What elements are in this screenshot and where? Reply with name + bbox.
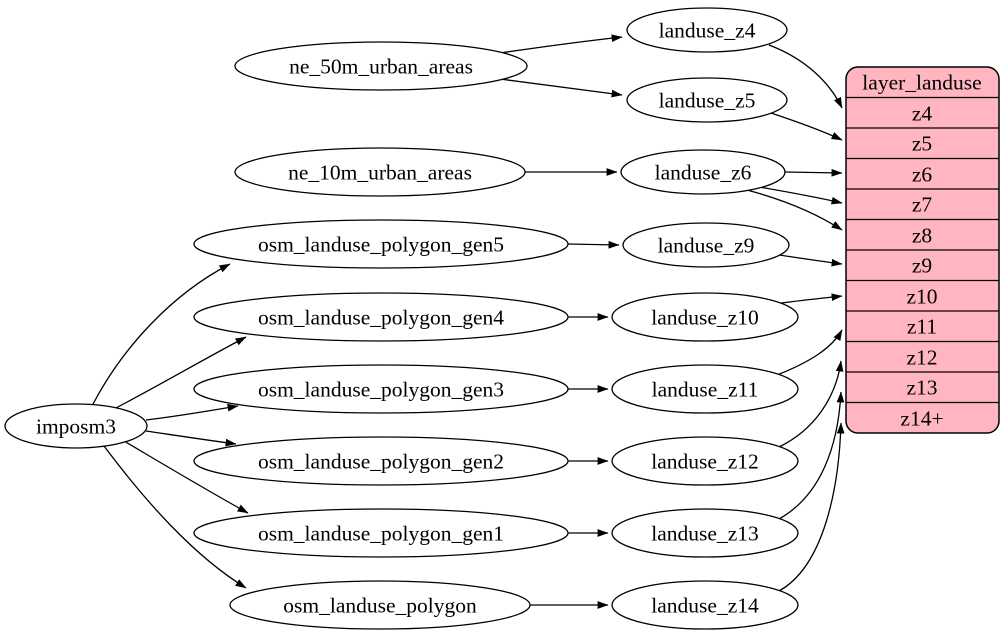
edge-landuse-z6-to-row-z6 xyxy=(784,168,843,177)
node-osm-landuse-polygon-gen5-shape xyxy=(193,219,569,269)
node-landuse-z6: landuse_z6 xyxy=(620,149,786,195)
node-osm-landuse-polygon-gen2-label: osm_landuse_polygon_gen2 xyxy=(258,450,504,474)
edge-landuse-z13-to-row-z13 xyxy=(778,391,845,520)
node-landuse-z6-label: landuse_z6 xyxy=(655,161,752,185)
edge-landuse-z12-to-row-z12 xyxy=(778,360,844,448)
node-landuse-z11-label: landuse_z11 xyxy=(652,378,759,402)
node-ne-10m-urban-areas: ne_10m_urban_areas xyxy=(234,147,526,197)
node-osm-landuse-polygon-gen5: osm_landuse_polygon_gen5 xyxy=(193,219,569,269)
node-osm-landuse-polygon-gen1-shape xyxy=(193,508,569,558)
node-landuse-z9: landuse_z9 xyxy=(622,222,790,268)
node-ne-50m-urban-areas-shape xyxy=(234,41,528,91)
edge-group xyxy=(91,34,845,609)
edge-landuse-z14-to-row-z14plus xyxy=(778,422,845,592)
node-landuse-z14-label: landuse_z14 xyxy=(651,594,759,618)
node-landuse-z14: landuse_z14 xyxy=(611,580,799,630)
table-row-z4: z4 xyxy=(912,102,933,126)
node-landuse-z5: landuse_z5 xyxy=(626,77,788,123)
edge-imposm3-to-osm-landuse-polygon-gen4 xyxy=(113,336,247,410)
edge-landuse-z10-to-row-z10 xyxy=(780,293,843,304)
edge-landuse-z5-to-row-z5 xyxy=(770,112,843,141)
edge-landuse-z11-to-row-z11 xyxy=(776,329,843,376)
node-osm-landuse-polygon-gen4-shape xyxy=(193,292,569,342)
node-landuse-z13-shape xyxy=(611,508,799,558)
node-osm-landuse-polygon-gen5-label: osm_landuse_polygon_gen5 xyxy=(258,233,504,257)
table-row-z9: z9 xyxy=(912,254,932,278)
node-osm-landuse-polygon-shape xyxy=(229,580,531,630)
table-layer-landuse: layer_landuse z4 z5 z6 z7 z8 z9 z10 z11 … xyxy=(845,66,1000,434)
node-imposm3-shape xyxy=(4,403,148,449)
node-landuse-z4-label: landuse_z4 xyxy=(659,19,756,43)
node-landuse-z14-shape xyxy=(611,580,799,630)
edge-imposm3-to-osm-landuse-polygon-gen5 xyxy=(91,263,231,407)
node-osm-landuse-polygon: osm_landuse_polygon xyxy=(229,580,531,630)
node-landuse-z4: landuse_z4 xyxy=(626,7,788,53)
node-landuse-z9-shape xyxy=(622,222,790,268)
node-landuse-z12-shape xyxy=(611,436,799,486)
node-osm-landuse-polygon-label: osm_landuse_polygon xyxy=(283,594,477,618)
node-ne-10m-urban-areas-label: ne_10m_urban_areas xyxy=(288,161,472,185)
node-landuse-z5-label: landuse_z5 xyxy=(659,89,756,113)
node-osm-landuse-polygon-gen2-shape xyxy=(193,436,569,486)
edge-ne-50m-urban-areas-to-landuse-z4 xyxy=(499,34,623,54)
table-row-z10: z10 xyxy=(906,285,937,309)
table-row-z5: z5 xyxy=(912,132,932,156)
node-ne-50m-urban-areas: ne_50m_urban_areas xyxy=(234,41,528,91)
table-row-z13: z13 xyxy=(906,376,937,400)
node-ne-10m-urban-areas-shape xyxy=(234,147,526,197)
node-osm-landuse-polygon-gen4: osm_landuse_polygon_gen4 xyxy=(193,292,569,342)
node-landuse-z12: landuse_z12 xyxy=(611,436,799,486)
edge-imposm3-to-osm-landuse-polygon-gen1 xyxy=(123,440,249,514)
node-landuse-z9-label: landuse_z9 xyxy=(658,234,755,258)
table-row-z7: z7 xyxy=(912,193,933,217)
table-row-z12: z12 xyxy=(906,346,937,370)
edge-osm-landuse-polygon-gen5-to-landuse-z9 xyxy=(567,240,620,249)
node-landuse-z11: landuse_z11 xyxy=(611,364,799,414)
node-landuse-z13: landuse_z13 xyxy=(611,508,799,558)
node-landuse-z10-shape xyxy=(611,292,799,342)
node-ne-50m-urban-areas-label: ne_50m_urban_areas xyxy=(289,55,473,79)
edge-landuse-z4-to-row-z4 xyxy=(768,44,843,109)
edge-landuse-z9-to-row-z9 xyxy=(778,254,843,267)
node-landuse-z5-shape xyxy=(626,77,788,123)
node-osm-landuse-polygon-gen3: osm_landuse_polygon_gen3 xyxy=(193,364,569,414)
node-imposm3: imposm3 xyxy=(4,403,148,449)
edge-landuse-z6-to-row-z8 xyxy=(746,189,843,231)
node-imposm3-label: imposm3 xyxy=(36,415,116,439)
node-osm-landuse-polygon-gen4-label: osm_landuse_polygon_gen4 xyxy=(258,306,504,330)
edge-ne-50m-urban-areas-to-landuse-z5 xyxy=(499,78,623,98)
node-landuse-z6-shape xyxy=(620,149,786,195)
node-osm-landuse-polygon-gen3-label: osm_landuse_polygon_gen3 xyxy=(258,378,504,402)
node-landuse-z12-label: landuse_z12 xyxy=(651,450,758,474)
edge-imposm3-to-osm-landuse-polygon xyxy=(103,445,247,589)
node-landuse-z13-label: landuse_z13 xyxy=(651,522,758,546)
node-osm-landuse-polygon-gen2: osm_landuse_polygon_gen2 xyxy=(193,436,569,486)
edge-imposm3-to-osm-landuse-polygon-gen2 xyxy=(145,430,237,447)
edge-imposm3-to-osm-landuse-polygon-gen3 xyxy=(145,403,239,421)
node-landuse-z4-shape xyxy=(626,7,788,53)
table-row-z14plus: z14+ xyxy=(900,407,943,431)
table-row-z6: z6 xyxy=(912,163,933,187)
table-row-z8: z8 xyxy=(912,224,932,248)
node-landuse-z11-shape xyxy=(611,364,799,414)
table-row-z11: z11 xyxy=(907,315,937,339)
node-landuse-z10: landuse_z10 xyxy=(611,292,799,342)
node-osm-landuse-polygon-gen1: osm_landuse_polygon_gen1 xyxy=(193,508,569,558)
node-osm-landuse-polygon-gen3-shape xyxy=(193,364,569,414)
table-title: layer_landuse xyxy=(862,71,981,95)
edge-landuse-z6-to-row-z7 xyxy=(758,186,843,205)
node-osm-landuse-polygon-gen1-label: osm_landuse_polygon_gen1 xyxy=(258,522,504,546)
node-landuse-z10-label: landuse_z10 xyxy=(651,306,758,330)
